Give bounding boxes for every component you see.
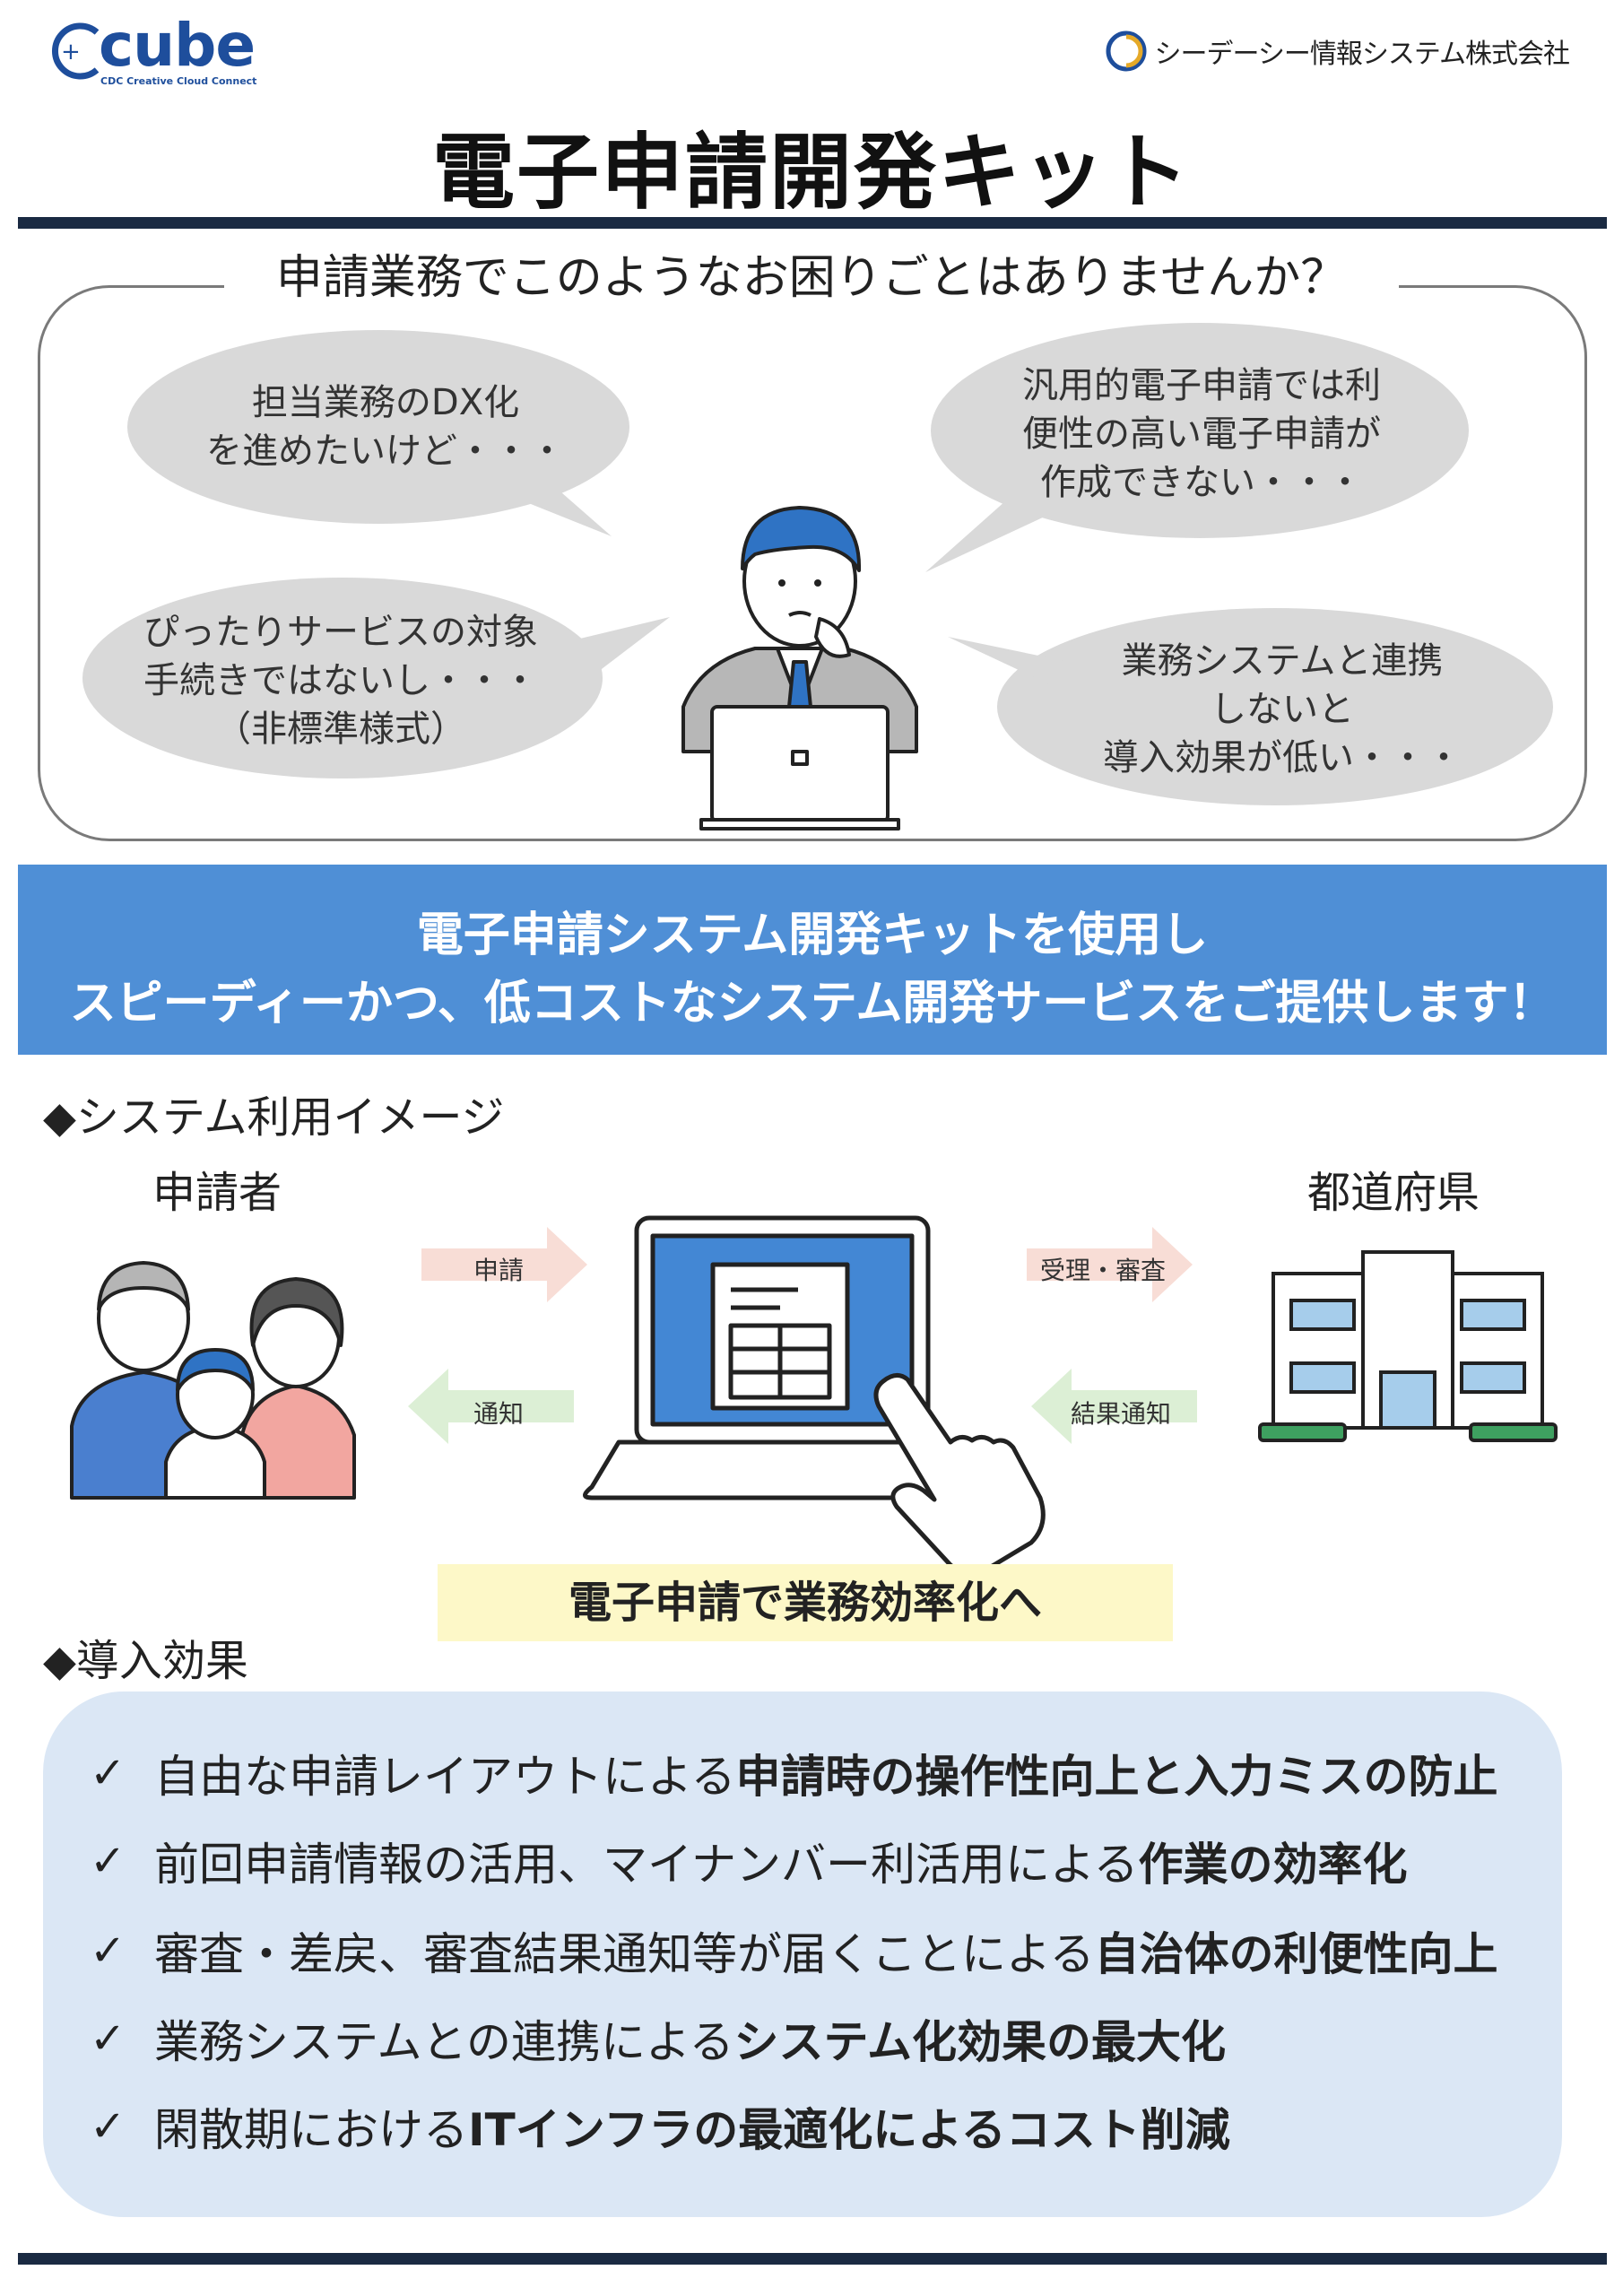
- bubble-text-pittari-service: ぴったりサービスの対象 手続きではないし・・・ （非標準様式）: [143, 612, 538, 750]
- logo-word: cube: [99, 11, 256, 80]
- effect-item: ✓ 前回申請情報の活用、マイナンバー利活用による作業の効率化: [90, 1836, 1408, 1891]
- system-flow-illustration: [70, 1215, 1558, 1576]
- arrow-notify: [408, 1369, 574, 1444]
- top-rule: [18, 217, 1607, 229]
- page-title: 電子申請開発キット: [431, 125, 1191, 221]
- bubble-text-generic-system: 汎用的電子申請では利 便性の高い電子申請が 作成できない・・・: [1022, 365, 1381, 503]
- arrow-result-label: 結果通知: [1071, 1399, 1172, 1429]
- hand-pointer-icon: [873, 1373, 1046, 1576]
- family-icon: [70, 1261, 356, 1500]
- arrow-apply-label: 申請: [473, 1256, 525, 1285]
- arrow-receive: [1027, 1227, 1193, 1302]
- bubble-bottom-left: [82, 578, 603, 778]
- effects-heading: ◆導入効果: [43, 1636, 248, 1686]
- effect-item: ✓ 審査・差戻、審査結果通知等が届くことによる自治体の利便性向上: [90, 1926, 1498, 1980]
- arrow-notify-label: 通知: [473, 1399, 525, 1429]
- prefecture-label: 都道府県: [1307, 1168, 1480, 1218]
- bubble-text-dx: 担当業務のDX化 を進めたいけど・・・: [206, 382, 565, 472]
- effect-item: ✓ 業務システムとの連携によるシステム化効果の最大化: [90, 2013, 1226, 2068]
- check-icon: ✓: [90, 1926, 126, 1976]
- bubble-text-system-integration: 業務システムと連携 しないと 導入効果が低い・・・: [1103, 640, 1462, 778]
- applicant-label: 申請者: [152, 1168, 282, 1218]
- check-icon: ✓: [90, 1836, 126, 1886]
- arrow-receive-label: 受理・審査: [1040, 1256, 1167, 1285]
- bubble-bottom-right: [997, 608, 1553, 805]
- cube-logo-mark: +: [51, 22, 100, 80]
- check-icon: ✓: [90, 2013, 126, 2064]
- company-name: シーデーシー情報システム株式会社: [1154, 39, 1570, 70]
- company-logo-mark: [1106, 30, 1146, 72]
- banner-line-2: スピーディーかつ、低コストなシステム開発サービスをご提供します！: [69, 977, 1556, 1031]
- efficiency-caption: 電子申請で業務効率化へ: [438, 1564, 1173, 1641]
- banner-line-1: 電子申請システム開発キットを使用し: [416, 909, 1209, 962]
- bubble-tail-bottom-right: [948, 637, 1078, 698]
- logo-tagline: CDC Creative Cloud Connect: [100, 75, 257, 87]
- bubble-top-right: [931, 323, 1469, 538]
- effects-box: [43, 1692, 1562, 2217]
- laptop-icon: [583, 1215, 1002, 1500]
- arrow-result: [1031, 1369, 1197, 1444]
- company-logo: シーデーシー情報システム株式会社: [1105, 29, 1570, 74]
- effect-item: ✓ 自由な申請レイアウトによる申請時の操作性向上と入力ミスの防止: [90, 1748, 1498, 1803]
- government-building-icon: [1258, 1250, 1558, 1442]
- bottom-rule: [18, 2253, 1607, 2265]
- system-image-heading: ◆システム利用イメージ: [43, 1092, 505, 1143]
- svg-text:+: +: [61, 39, 81, 65]
- problem-heading: 申請業務でこのようなお困りごとはありませんか？: [224, 244, 1399, 312]
- bubble-tail-top-left: [522, 474, 612, 536]
- cube-logo: + cube CDC Creative Cloud Connect: [47, 11, 257, 93]
- problem-illustration: [82, 323, 1553, 831]
- check-icon: ✓: [90, 2101, 126, 2152]
- bubble-top-left: [127, 330, 629, 524]
- worried-worker-icon: [681, 506, 918, 831]
- arrow-apply: [421, 1227, 587, 1302]
- bubble-tail-bottom-left: [558, 617, 670, 689]
- service-banner: 電子申請システム開発キットを使用し スピーディーかつ、低コストなシステム開発サー…: [18, 865, 1607, 1055]
- check-icon: ✓: [90, 1748, 126, 1798]
- bubble-tail-top-right: [925, 500, 1060, 572]
